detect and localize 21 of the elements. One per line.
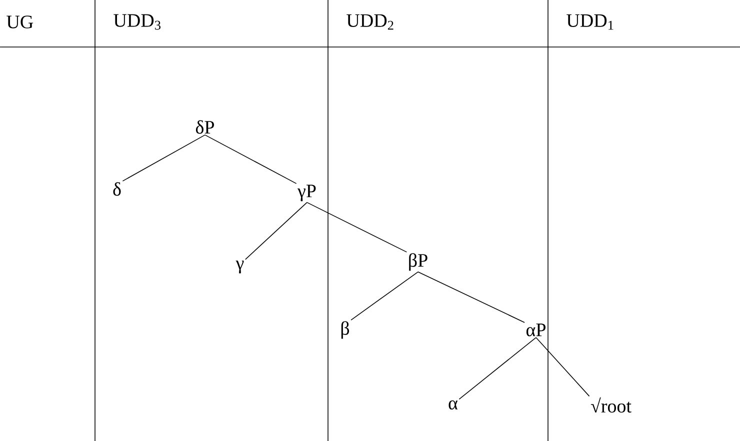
tree-label: δ	[113, 182, 121, 196]
column-heading: UG	[6, 16, 34, 28]
branch-line	[306, 202, 408, 252]
tree-label: γP	[298, 184, 316, 202]
branch-line	[245, 202, 308, 260]
branch-line	[122, 134, 206, 182]
column-heading: UDD$_{2}$	[346, 14, 394, 30]
branch-line	[350, 272, 418, 320]
tree-label: β	[341, 321, 350, 339]
branch-line	[418, 272, 525, 323]
column-heading: UDD$_{1}$	[566, 14, 614, 30]
tree-label: γ	[236, 260, 244, 274]
tree-label: βP	[409, 253, 428, 271]
branch-line	[204, 134, 297, 184]
branch-line	[536, 337, 590, 397]
tree-label: αP	[526, 324, 546, 336]
branch-line	[458, 337, 536, 400]
column-heading: UDD$_{3}$	[114, 14, 160, 30]
tree-label: α	[448, 400, 458, 410]
tree-label: δP	[196, 120, 214, 134]
tree-label: √root	[590, 397, 632, 413]
